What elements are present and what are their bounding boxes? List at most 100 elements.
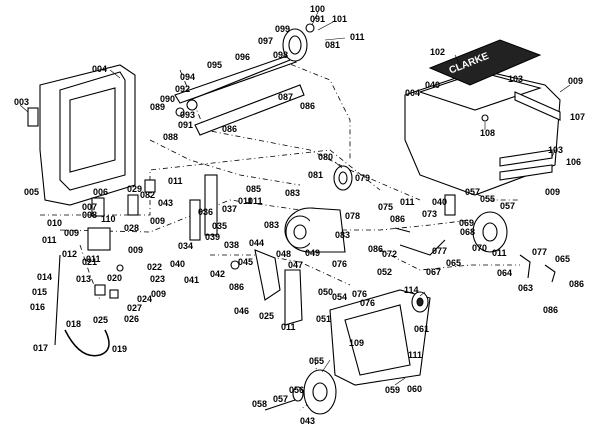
callout-038: 038	[224, 240, 239, 250]
callout-106: 106	[566, 157, 581, 167]
callout-005: 005	[24, 187, 39, 197]
callout-011: 011	[492, 248, 507, 258]
callout-014: 014	[37, 272, 52, 282]
callout-086: 086	[300, 101, 315, 111]
callout-011: 011	[42, 235, 57, 245]
callout-097: 097	[258, 36, 273, 46]
left-motor-housing	[27, 64, 136, 206]
callout-076: 076	[360, 298, 375, 308]
callout-061: 061	[414, 324, 429, 334]
callout-086: 086	[368, 244, 383, 254]
callout-011: 011	[238, 196, 253, 206]
callout-067: 067	[426, 267, 441, 277]
callout-083: 083	[285, 188, 300, 198]
callout-028: 028	[124, 223, 139, 233]
callout-039: 039	[205, 232, 220, 242]
callout-011: 011	[248, 196, 263, 206]
callout-044: 044	[249, 238, 264, 248]
cable-parts	[54, 254, 124, 357]
callout-063: 063	[518, 283, 533, 293]
callout-009: 009	[151, 289, 166, 299]
callout-009: 009	[128, 245, 143, 255]
callout-055: 055	[309, 356, 324, 366]
callout-065: 065	[446, 258, 461, 268]
callout-040: 040	[170, 259, 185, 269]
callout-100: 100	[310, 4, 325, 14]
callout-007: 007	[82, 202, 97, 212]
base-plate	[329, 289, 431, 386]
callout-081: 081	[325, 40, 340, 50]
callout-labels: 100 101 091 099 011 081 097 098 094 095 …	[14, 4, 585, 426]
callout-040: 040	[432, 197, 447, 207]
callout-077: 077	[532, 247, 547, 257]
callout-080: 080	[318, 152, 333, 162]
callout-096: 096	[235, 52, 250, 62]
callout-076: 076	[352, 289, 367, 299]
callout-069: 069	[459, 218, 474, 228]
callout-004: 004	[405, 88, 420, 98]
callout-047: 047	[288, 260, 303, 270]
callout-022: 022	[147, 262, 162, 272]
callout-094: 094	[180, 72, 195, 82]
callout-012: 012	[62, 249, 77, 259]
callout-108: 108	[480, 128, 495, 138]
callout-089: 089	[150, 102, 165, 112]
callout-057: 057	[273, 394, 288, 404]
callout-004: 004	[92, 64, 107, 74]
callout-025: 025	[93, 315, 108, 325]
callout-046: 046	[234, 306, 249, 316]
callout-011: 011	[86, 254, 101, 264]
callout-075: 075	[378, 202, 393, 212]
callout-086: 086	[229, 282, 244, 292]
callout-011: 011	[350, 32, 365, 42]
callout-110: 110	[101, 214, 116, 224]
callout-088: 088	[163, 132, 178, 142]
callout-091: 091	[310, 14, 325, 24]
callout-009: 009	[150, 216, 165, 226]
callout-011: 011	[400, 197, 415, 207]
callout-068: 068	[460, 227, 475, 237]
callout-042: 042	[210, 269, 225, 279]
callout-085: 085	[246, 184, 261, 194]
callout-008: 008	[82, 210, 97, 220]
callout-009: 009	[545, 187, 560, 197]
callout-091: 091	[178, 120, 193, 130]
callout-037: 037	[222, 204, 237, 214]
callout-015: 015	[32, 287, 47, 297]
callout-109: 109	[349, 338, 364, 348]
wheel	[264, 369, 337, 415]
callout-043: 043	[158, 198, 173, 208]
center-left-parts	[87, 174, 303, 326]
callout-029: 029	[127, 184, 142, 194]
callout-101: 101	[332, 14, 347, 24]
callout-103: 103	[548, 145, 563, 155]
callout-065: 065	[555, 254, 570, 264]
callout-009: 009	[568, 76, 583, 86]
callout-052: 052	[377, 267, 392, 277]
callout-083: 083	[264, 220, 279, 230]
callout-011: 011	[168, 176, 183, 186]
callout-020: 020	[107, 273, 122, 283]
callout-027: 027	[127, 303, 142, 313]
callout-011: 011	[281, 322, 296, 332]
callout-050: 050	[318, 287, 333, 297]
right-linkage	[394, 194, 556, 283]
callout-025: 025	[259, 311, 274, 321]
callout-098: 098	[273, 50, 288, 60]
callout-082: 082	[140, 190, 155, 200]
motor	[284, 207, 346, 253]
callout-035: 035	[212, 221, 227, 231]
callout-114: 114	[404, 285, 419, 295]
callout-078: 078	[345, 211, 360, 221]
callout-099: 099	[275, 24, 290, 34]
callout-048: 048	[276, 249, 291, 259]
callout-079: 079	[355, 173, 370, 183]
callout-102: 102	[430, 47, 445, 57]
callout-026: 026	[124, 314, 139, 324]
callout-072: 072	[382, 249, 397, 259]
callout-107: 107	[570, 112, 585, 122]
callout-055: 055	[480, 194, 495, 204]
callout-017: 017	[33, 343, 48, 353]
callout-043: 043	[300, 416, 315, 426]
